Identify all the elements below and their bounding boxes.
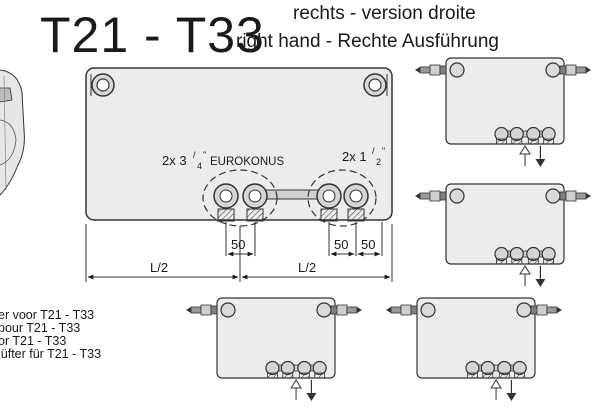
dim-half-right: L/2 [298,260,316,275]
dim-half-left: L/2 [150,260,168,275]
label-left-size: 2x 3 [162,153,187,168]
variant-radiator-2 [415,183,591,287]
variant-radiator-4 [386,297,562,401]
label-right-slash: / [372,146,375,156]
eurokonus-connection-left [202,169,278,227]
note-german: lüfter für T21 - T33 [0,347,102,361]
dim-50-right: 50 [361,237,375,252]
dimension-labels: 50 50 50 L/2 L/2 [150,237,375,275]
variant-radiator-3 [186,297,362,401]
page-title: T21 - T33 [40,7,265,63]
connection-labels: 2x 3 / 4 " EUROKONUS 2x 1 / 2 " [162,146,385,171]
dimensions [85,222,393,282]
main-radiator [85,67,393,227]
note-dutch: er voor T21 - T33 [0,308,95,322]
dim-50-mid: 50 [334,237,348,252]
label-left-frac-denom: 4 [197,161,202,171]
label-right-size: 2x 1 [342,149,367,164]
vent-plug-left-icon [90,73,115,97]
label-left-inch: " [203,150,206,160]
label-right-inch: " [382,146,385,156]
dim-50-left: 50 [231,237,245,252]
vent-notes: er voor T21 - T33 pour T21 - T33 or T21 … [0,308,200,408]
variant-radiator-1 [415,57,591,167]
label-right-frac: 2 [376,157,381,167]
vent-plug-right-icon [363,73,388,97]
label-left-frac: / [193,150,196,160]
valve-illustration [0,69,25,196]
connection-right [307,169,377,227]
title-subtitle-line1: rechts - version droite [293,3,476,24]
label-eurokonus: EUROKONUS [210,156,284,168]
title-subtitle-line2: right hand - Rechte Ausführung [236,31,500,52]
title-block: T21 - T33 rechts - version droite right … [0,0,607,62]
note-english: or T21 - T33 [0,334,67,348]
note-french: pour T21 - T33 [0,321,81,335]
